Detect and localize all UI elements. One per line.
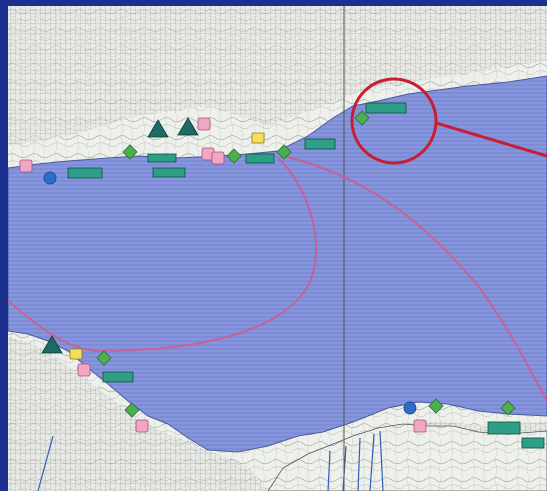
place-label-box[interactable] <box>304 138 336 150</box>
place-label-box[interactable] <box>152 167 186 178</box>
green-diamond-marker-icon[interactable] <box>354 110 370 126</box>
highlight-circle <box>350 77 438 165</box>
place-label-box[interactable] <box>147 153 177 163</box>
pink-square-facility-icon[interactable] <box>19 159 33 173</box>
green-diamond-marker-icon[interactable] <box>122 144 138 160</box>
place-label-box[interactable] <box>487 421 521 435</box>
place-label-box[interactable] <box>365 102 407 114</box>
pink-square-facility-icon[interactable] <box>197 117 211 131</box>
green-diamond-marker-icon[interactable] <box>428 398 444 414</box>
pink-square-facility-icon[interactable] <box>413 419 427 433</box>
map-markers <box>19 102 545 449</box>
green-diamond-marker-icon[interactable] <box>226 148 242 164</box>
teal-triangle-marker-icon[interactable] <box>147 119 169 138</box>
blue-circle-marker-icon[interactable] <box>43 171 57 185</box>
teal-triangle-marker-icon[interactable] <box>177 117 199 136</box>
highlight-pointer-line <box>435 121 547 158</box>
green-diamond-marker-icon[interactable] <box>500 400 516 416</box>
blue-circle-marker-icon[interactable] <box>403 401 417 415</box>
pink-square-facility-icon[interactable] <box>77 363 91 377</box>
pink-square-facility-icon[interactable] <box>135 419 149 433</box>
pink-square-facility-icon[interactable] <box>211 151 225 165</box>
green-diamond-marker-icon[interactable] <box>96 350 112 366</box>
place-label-box[interactable] <box>245 153 275 164</box>
north-coast-terrain <box>8 6 547 146</box>
green-diamond-marker-icon[interactable] <box>276 144 292 160</box>
ferry-routes <box>8 155 547 402</box>
route-southeast <box>282 155 547 402</box>
teal-triangle-marker-icon[interactable] <box>41 335 63 354</box>
place-label-box[interactable] <box>521 437 545 449</box>
yellow-square-marker-icon[interactable] <box>251 132 265 144</box>
bay-map[interactable] <box>8 6 547 491</box>
green-diamond-marker-icon[interactable] <box>124 402 140 418</box>
place-label-box[interactable] <box>102 371 134 383</box>
yellow-square-marker-icon[interactable] <box>69 348 83 360</box>
route-west-loop <box>8 157 317 353</box>
map-viewport[interactable] <box>8 6 547 491</box>
southwest-coast-terrain <box>8 336 268 491</box>
place-label-box[interactable] <box>67 167 103 179</box>
